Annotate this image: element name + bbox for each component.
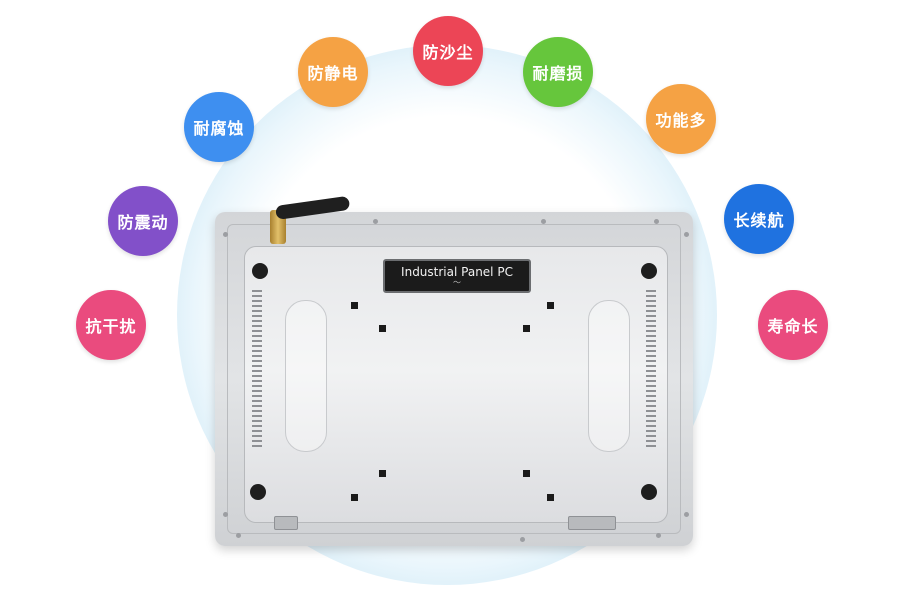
rubber-foot <box>250 484 266 500</box>
vesa-hole <box>547 302 554 309</box>
frame-screw <box>656 533 661 538</box>
feature-badge-corrosion-resistant: 耐腐蚀 <box>184 92 254 162</box>
serial-port <box>568 516 616 530</box>
rubber-foot <box>252 263 268 279</box>
vent-right <box>646 290 656 450</box>
vent-left <box>252 290 262 450</box>
frame-screw <box>520 537 525 542</box>
feature-badge-antistatic: 防静电 <box>298 37 368 107</box>
frame-screw <box>223 512 228 517</box>
feature-badge-anti-interference: 抗干扰 <box>76 290 146 360</box>
rubber-foot <box>641 484 657 500</box>
vesa-hole <box>351 302 358 309</box>
back-cover-contour-right <box>588 300 630 452</box>
vesa-hole <box>351 494 358 501</box>
frame-screw <box>541 219 546 224</box>
device-nameplate: Industrial Panel PC 〜 <box>383 259 531 293</box>
vesa-hole <box>547 494 554 501</box>
nameplate-logo-mark: 〜 <box>453 278 461 287</box>
frame-screw <box>684 232 689 237</box>
vesa-hole <box>379 470 386 477</box>
feature-badge-multifunction: 功能多 <box>646 84 716 154</box>
vesa-hole <box>379 325 386 332</box>
back-cover-contour-left <box>285 300 327 452</box>
frame-screw <box>373 219 378 224</box>
vesa-hole <box>523 325 530 332</box>
frame-screw <box>684 512 689 517</box>
bottom-port <box>274 516 298 530</box>
frame-screw <box>223 232 228 237</box>
device-nameplate-text: Industrial Panel PC <box>401 265 513 279</box>
frame-screw <box>236 533 241 538</box>
feature-badge-dustproof: 防沙尘 <box>413 16 483 86</box>
vesa-hole <box>523 470 530 477</box>
device-frame <box>227 224 681 534</box>
frame-screw <box>654 219 659 224</box>
feature-badge-long-battery: 长续航 <box>724 184 794 254</box>
rubber-foot <box>641 263 657 279</box>
feature-badge-long-life: 寿命长 <box>758 290 828 360</box>
feature-badge-wear-resistant: 耐磨损 <box>523 37 593 107</box>
feature-badge-shockproof: 防震动 <box>108 186 178 256</box>
